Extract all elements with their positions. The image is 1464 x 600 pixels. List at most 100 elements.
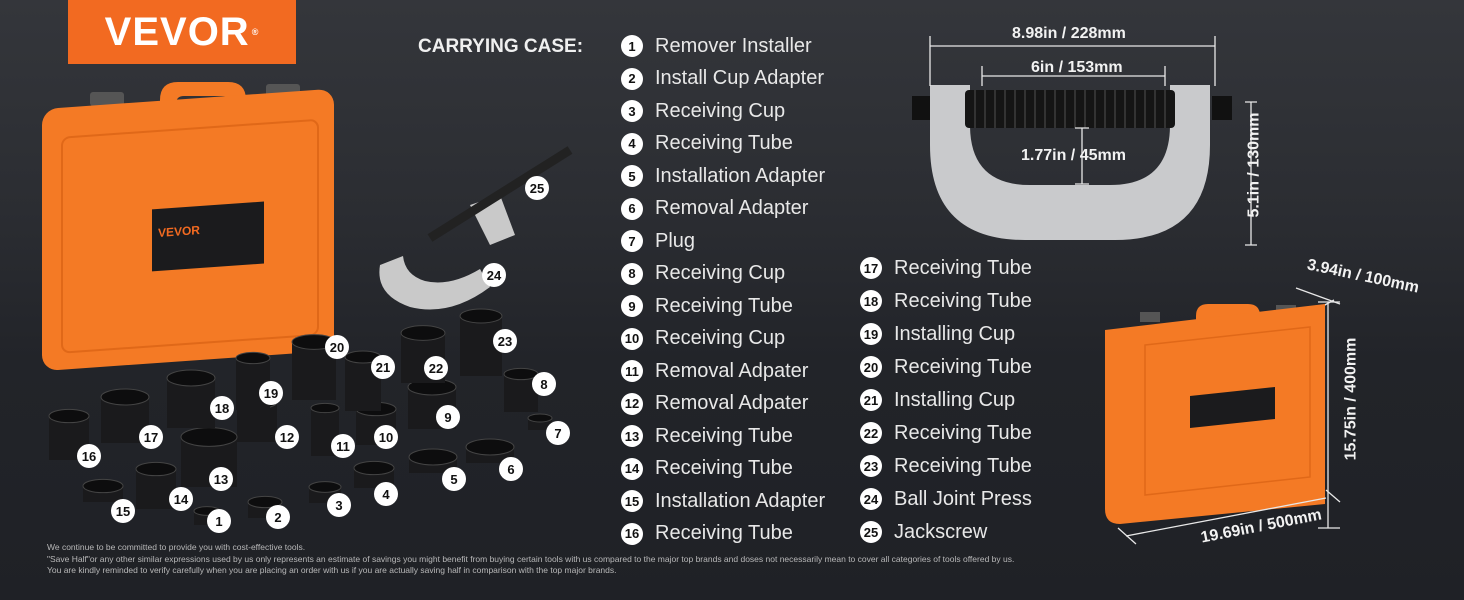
press-height-dimension: 5.1in / 130mm	[1245, 112, 1263, 218]
item-label: Remover Installer	[655, 34, 812, 57]
part-badge: 4	[374, 482, 398, 506]
tool-part-rim	[465, 438, 515, 456]
list-item: 19 Installing Cup	[860, 321, 1015, 347]
case-height-dimension: 15.75in / 400mm	[1342, 337, 1360, 461]
ball-joint-press-large	[912, 36, 1341, 313]
item-number: 4	[621, 132, 643, 155]
ball-joint-press-small	[379, 146, 573, 310]
item-label: Install Cup Adapter	[655, 67, 824, 89]
item-label: Receiving Cup	[655, 99, 786, 122]
item-label: Receiving Tube	[894, 256, 1032, 279]
item-label: Receiving Tube	[894, 289, 1032, 312]
part-badge: 22	[424, 356, 448, 380]
item-label: Removal Adapter	[655, 197, 809, 219]
part-badge: 19	[259, 381, 283, 405]
list-item: 17 Receiving Tube	[860, 255, 1032, 281]
list-item: 3 Receiving Cup	[621, 98, 785, 124]
item-number: 19	[860, 323, 882, 345]
tool-part-rim	[48, 408, 90, 424]
list-item: 22 Receiving Tube	[860, 420, 1032, 446]
disclaimer-line: You are kindly reminded to verify carefu…	[47, 565, 617, 575]
item-number: 23	[860, 455, 882, 477]
tool-part-rim	[459, 308, 503, 324]
part-badge: 12	[275, 425, 299, 449]
item-label: Installing Cup	[894, 388, 1016, 411]
part-badge: 25	[525, 176, 549, 200]
part-badge: 13	[209, 467, 233, 491]
list-item: 1 Remover Installer	[621, 33, 812, 59]
tool-part-rim	[527, 413, 553, 423]
item-label: Receiving Tube	[894, 454, 1032, 477]
item-number: 25	[860, 521, 882, 543]
list-item: 6 Removal Adapter	[621, 196, 808, 222]
tool-part-rim	[247, 495, 283, 509]
item-number: 13	[621, 425, 643, 447]
tool-part-rim	[400, 325, 446, 341]
part-badge: 1	[207, 509, 231, 533]
case-label-brand: VEVOR	[158, 223, 200, 240]
item-number: 12	[621, 392, 643, 415]
item-label: Receiving Tube	[655, 522, 793, 544]
list-title: CARRYING CASE:	[418, 36, 584, 57]
item-label: Receiving Tube	[655, 294, 793, 317]
press-width-dimension: 8.98in / 228mm	[1012, 25, 1126, 42]
item-number: 22	[860, 422, 882, 444]
part-badge: 10	[374, 425, 398, 449]
part-badge: 11	[331, 434, 355, 458]
item-number: 18	[860, 290, 882, 312]
part-badge: 6	[499, 457, 523, 481]
item-label: Receiving Tube	[655, 424, 793, 447]
item-number: 14	[621, 457, 643, 480]
list-item: 2 Install Cup Adapter	[621, 66, 824, 92]
disclaimer: We continue to be committed to provide y…	[47, 542, 1014, 577]
item-number: 3	[621, 100, 643, 122]
list-item: 18 Receiving Tube	[860, 288, 1032, 314]
list-item: 7 Plug	[621, 228, 695, 254]
item-number: 2	[621, 67, 643, 90]
list-item: 14 Receiving Tube	[621, 456, 793, 482]
vevor-logo: VEVOR®	[68, 0, 296, 64]
tool-part-rim	[235, 351, 271, 365]
item-label: Plug	[655, 229, 696, 252]
list-item: 12 Removal Adpater	[621, 391, 808, 417]
carrying-case-closed	[1105, 301, 1341, 545]
item-label: Installation Adapter	[655, 489, 826, 512]
list-item: 13 Receiving Tube	[621, 423, 793, 449]
press-inner-dimension: 6in / 153mm	[1031, 59, 1123, 76]
part-badge: 20	[325, 335, 349, 359]
part-badge: 5	[442, 467, 466, 491]
disclaimer-line: "Save Half"or any other similar expressi…	[47, 553, 1015, 564]
carrying-case-open-view: VEVOR	[42, 82, 334, 370]
item-label: Removal Adpater	[655, 392, 809, 414]
item-label: Installing Cup	[894, 322, 1016, 345]
item-number: 10	[621, 327, 643, 350]
item-number: 24	[860, 488, 882, 510]
tool-part-rim	[310, 402, 340, 414]
item-number: 17	[860, 257, 882, 279]
item-number: 6	[621, 197, 643, 220]
item-label: Receiving Tube	[894, 421, 1032, 444]
part-badge: 15	[111, 499, 135, 523]
registered-mark: ®	[251, 27, 260, 37]
tool-part-rim	[135, 461, 177, 477]
part-badge: 8	[532, 372, 556, 396]
item-number: 1	[621, 35, 643, 57]
item-label: Receiving Tube	[655, 457, 793, 479]
tool-part-rim	[166, 369, 216, 387]
part-badge: 18	[210, 396, 234, 420]
part-badge: 7	[546, 421, 570, 445]
tool-part-rim	[408, 448, 458, 466]
part-badge: 9	[436, 405, 460, 429]
tool-part-rim	[353, 460, 395, 476]
part-badge: 16	[77, 444, 101, 468]
item-number: 7	[621, 230, 643, 252]
